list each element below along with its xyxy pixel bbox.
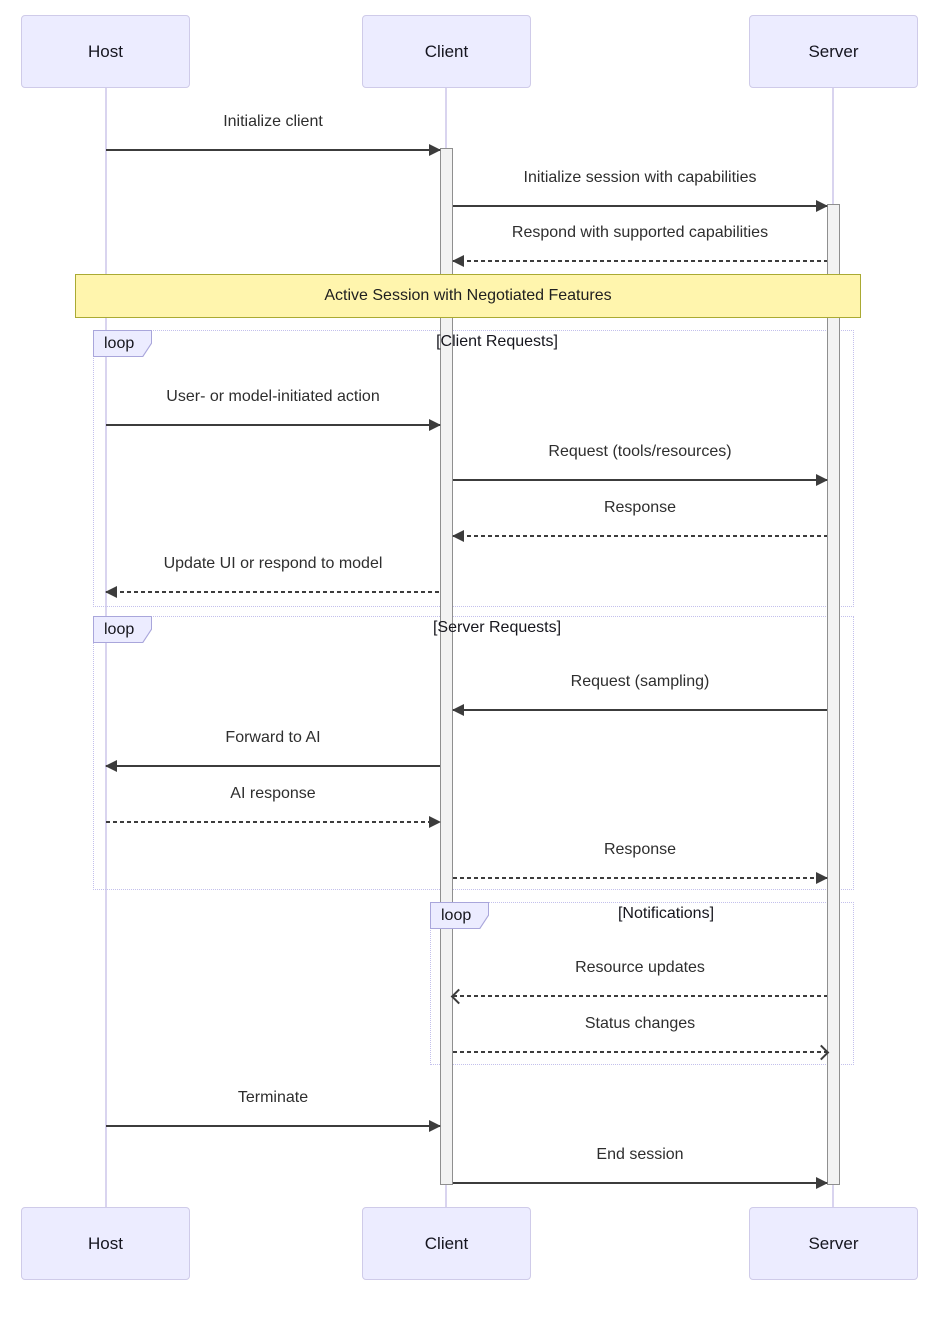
message-arrow-terminate [106, 1120, 441, 1132]
loop-frame-client-requests [93, 330, 854, 607]
loop-badge: loop [430, 902, 489, 929]
message-arrow-status-changes [453, 1044, 830, 1061]
arrowhead-right-icon [816, 200, 828, 212]
message-label-request-sampling: Request (sampling) [570, 673, 710, 690]
arrowhead-right-icon [429, 1120, 441, 1132]
message-label-ai-response: AI response [230, 785, 316, 802]
message-label-initialize-session: Initialize session with capabilities [523, 169, 757, 186]
message-arrow-initialize-client [106, 144, 441, 156]
message-arrow-ai-response [106, 816, 441, 828]
message-label-end-session: End session [596, 1146, 684, 1163]
actor-box-client-bottom: Client [362, 1207, 531, 1280]
message-arrow-update-ui [105, 586, 440, 598]
message-arrow-end-session [453, 1177, 828, 1189]
loop-badge-label: loop [431, 903, 488, 928]
note-active-session: Active Session with Negotiated Features [75, 274, 861, 318]
message-arrow-respond-capabilities [452, 255, 827, 267]
loop-badge: loop [93, 616, 152, 643]
loop-frame-notifications [430, 902, 854, 1065]
actor-box-client-top: Client [362, 15, 531, 88]
message-label-respond-capabilities: Respond with supported capabilities [511, 224, 769, 241]
arrowhead-left-icon [105, 760, 117, 772]
arrowhead-right-icon [816, 1177, 828, 1189]
message-arrow-request-tools [453, 474, 828, 486]
lifeline-host [105, 87, 107, 1207]
message-arrow-initialize-session [453, 200, 828, 212]
arrowhead-right-icon [816, 872, 828, 884]
message-label-response-tools: Response [603, 499, 677, 516]
message-label-resource-updates: Resource updates [575, 959, 705, 976]
message-label-initialize-client: Initialize client [223, 113, 323, 130]
loop-badge: loop [93, 330, 152, 357]
actor-box-server-top: Server [749, 15, 918, 88]
loop-title-server-requests: [Server Requests] [432, 619, 562, 636]
arrowhead-left-icon [452, 704, 464, 716]
message-label-forward-ai: Forward to AI [225, 729, 321, 746]
arrowhead-left-icon [452, 530, 464, 542]
arrowhead-right-icon [429, 419, 441, 431]
message-arrow-response-sampling [453, 872, 828, 884]
message-arrow-request-sampling [452, 704, 827, 716]
arrowhead-right-icon [429, 816, 441, 828]
message-arrow-response-tools [452, 530, 827, 542]
arrowhead-left-icon [105, 586, 117, 598]
loop-title-client-requests: [Client Requests] [436, 333, 558, 350]
loop-badge-label: loop [94, 331, 151, 356]
message-arrow-forward-ai [105, 760, 440, 772]
message-label-terminate: Terminate [237, 1089, 309, 1106]
arrowhead-right-icon [816, 474, 828, 486]
message-label-user-action: User- or model-initiated action [166, 388, 380, 405]
actor-box-server-bottom: Server [749, 1207, 918, 1280]
message-label-request-tools: Request (tools/resources) [548, 443, 732, 460]
arrowhead-left-icon [452, 255, 464, 267]
message-label-update-ui: Update UI or respond to model [163, 555, 383, 572]
message-arrow-resource-updates [450, 988, 827, 1005]
arrowhead-right-icon [429, 144, 441, 156]
message-label-response-sampling: Response [603, 841, 677, 858]
activation-bar-server [827, 204, 840, 1185]
loop-badge-label: loop [94, 617, 151, 642]
message-label-status-changes: Status changes [584, 1015, 696, 1032]
actor-box-host-bottom: Host [21, 1207, 190, 1280]
loop-frame-server-requests [93, 616, 854, 890]
message-arrow-user-action [106, 419, 441, 431]
loop-title-notifications: [Notifications] [617, 905, 715, 922]
actor-box-host-top: Host [21, 15, 190, 88]
